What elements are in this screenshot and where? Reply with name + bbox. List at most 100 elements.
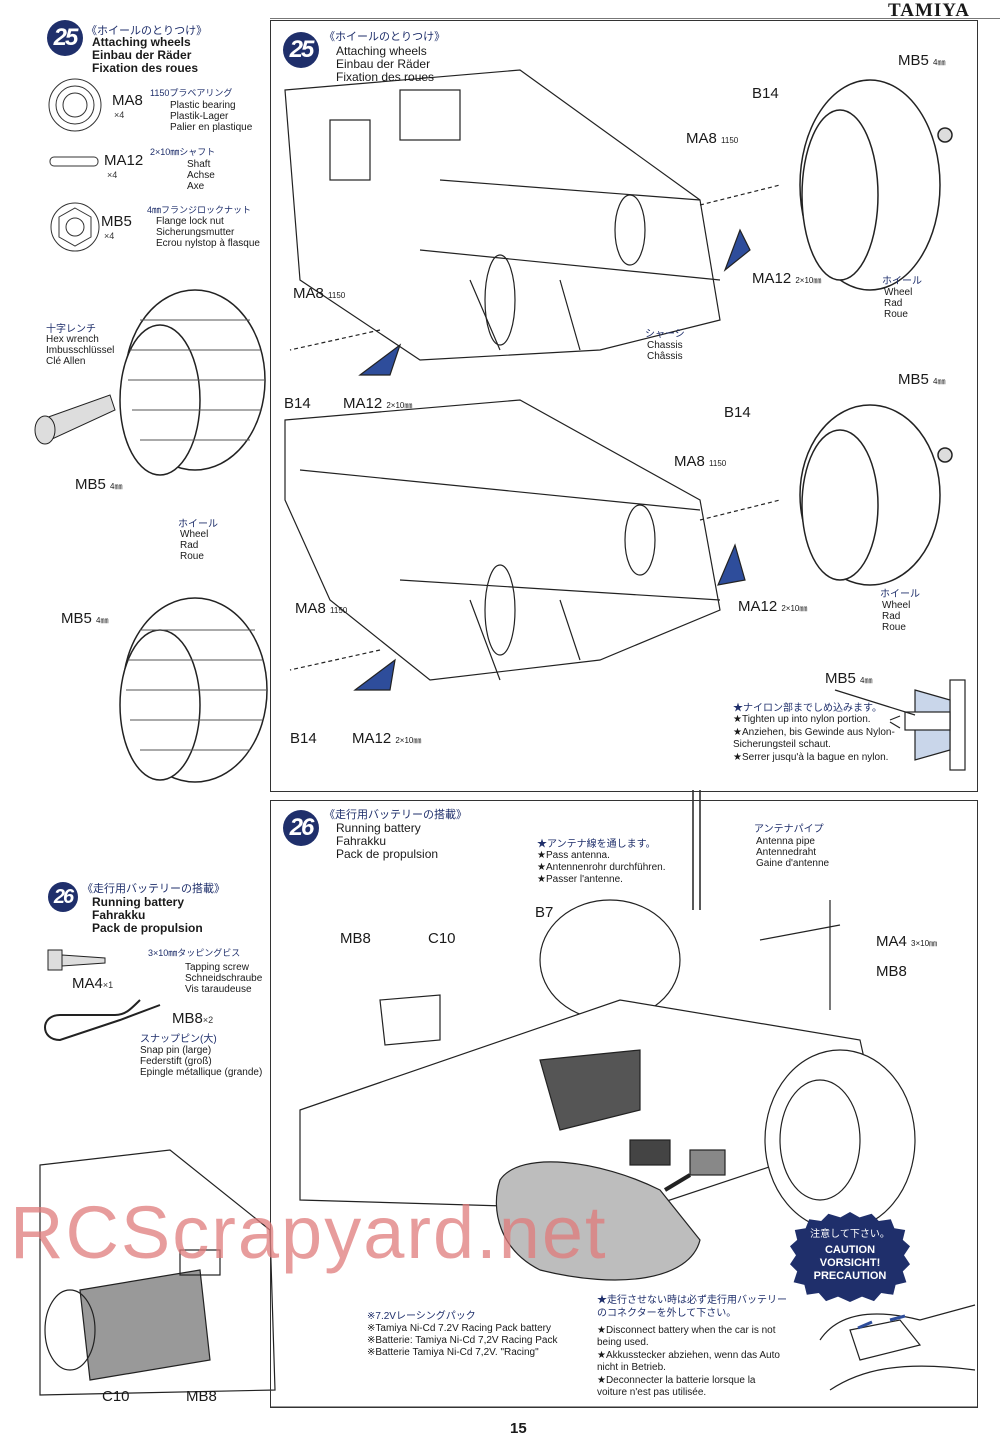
- part-mb8-fr: Epingle métallique (grande): [140, 1067, 263, 1078]
- label-text: MA8: [674, 453, 705, 470]
- snap-pin-icon: [44, 999, 161, 1042]
- label-text: MB8: [172, 1010, 203, 1027]
- label-mb8-panel-right: MB8: [876, 963, 907, 980]
- caution-fr: PRECAUTION: [813, 1270, 887, 1282]
- label-mb5-bottom: MB5 4㎜: [898, 371, 945, 388]
- step26-title-de: Fahrakku: [92, 908, 146, 922]
- part-ma12-code: MA12: [104, 152, 144, 169]
- wheel-bottom-jp: ホイール: [880, 589, 920, 600]
- hex-wrench-icon: [34, 394, 116, 445]
- label-text: MB5: [898, 371, 929, 388]
- label-text: MA8: [686, 130, 717, 147]
- nylon-note-de: ★Anziehen, bis Gewinde aus Nylon-Sicheru…: [733, 727, 895, 750]
- label-size: 2×10㎜: [781, 604, 808, 613]
- antenna-note-de: ★Antennenrohr durchführen.: [537, 862, 666, 873]
- label-size: 3×10㎜: [911, 939, 938, 948]
- label-text: MA12: [343, 395, 383, 412]
- label-text: MB5: [61, 610, 92, 627]
- step-number-25-panel: 25: [283, 32, 319, 68]
- nylon-note-en: ★Tighten up into nylon portion.: [733, 714, 871, 725]
- part-ma8-fr: Palier en plastique: [170, 122, 253, 133]
- battery-note-de: ※Batterie: Tamiya Ni-Cd 7,2V Racing Pack: [367, 1335, 558, 1346]
- caution-de: VORSICHT!: [819, 1257, 881, 1269]
- tapping-screw-icon: [47, 949, 106, 971]
- label-ma8-top: MA8 1150: [686, 130, 738, 147]
- label-qty: ×1: [102, 980, 114, 990]
- step25-title-jp: 《ホイールのとりつけ》: [86, 25, 208, 37]
- antenna-note-jp: ★アンテナ線を通します。: [537, 839, 656, 850]
- part-ma8-de: Plastik-Lager: [170, 111, 229, 122]
- label-size: 1150: [721, 136, 739, 145]
- part-mb8-de: Federstift (groß): [140, 1056, 212, 1067]
- part-mb8-jp: スナップピン(大): [140, 1034, 217, 1045]
- label-b7: B7: [535, 904, 554, 921]
- label-mb5-top: MB5 4㎜: [898, 52, 945, 69]
- chassis-top-illustration: [284, 69, 781, 376]
- bearing-icon: [48, 78, 102, 132]
- label-size: 4㎜: [110, 482, 123, 491]
- disconnect-note-de: ★Akkusstecker abziehen, wenn das Auto ni…: [597, 1350, 780, 1373]
- step26-title-fr: Pack de propulsion: [92, 921, 203, 935]
- part-ma4-de: Schneidschraube: [185, 973, 263, 984]
- wheel-top-jp: ホイール: [882, 276, 922, 287]
- label-b14-top: B14: [752, 85, 779, 102]
- part-ma4-code: MA4×1: [72, 975, 113, 992]
- label-mb8-inset: MB8: [186, 1388, 217, 1405]
- label-qty: ×2: [202, 1015, 214, 1025]
- part-ma12-fr: Axe: [187, 181, 205, 192]
- label-size: 2×10㎜: [386, 401, 413, 410]
- label-c10-inset: C10: [102, 1388, 130, 1405]
- label-mb8-panel-left: MB8: [340, 930, 371, 947]
- label-ma4-panel: MA4 3×10㎜: [876, 933, 937, 950]
- label-text: MA4: [876, 933, 907, 950]
- wheel-left-top-icon: [119, 289, 266, 476]
- part-mb5-en: Flange lock nut: [156, 216, 224, 227]
- car-battery-illustration: [299, 790, 916, 1281]
- lock-nut-icon: [50, 202, 100, 252]
- caution-en: CAUTION: [824, 1244, 876, 1256]
- wheel-bottom-fr: Roue: [882, 622, 906, 633]
- wheel-bottom-en: Wheel: [882, 600, 911, 611]
- antenna-pipe-fr: Gaine d'antenne: [756, 858, 830, 869]
- battery-note-fr: ※Batterie Tamiya Ni-Cd 7,2V. "Racing": [367, 1347, 539, 1358]
- part-ma4-fr: Vis taraudeuse: [185, 984, 252, 995]
- wheel-left-jp: ホイール: [178, 519, 218, 530]
- step26-title-en: Running battery: [92, 895, 184, 909]
- label-size: 2×10㎜: [395, 736, 422, 745]
- step25-title-fr: Fixation des roues: [92, 61, 199, 75]
- part-ma4-jp: 3×10㎜タッピングビス: [148, 948, 241, 958]
- part-mb5-qty: ×4: [104, 231, 115, 241]
- label-ma12-bottom: MA12 2×10㎜: [738, 598, 807, 615]
- antenna-pipe-de: Antennedraht: [756, 847, 817, 858]
- shaft-icon: [49, 156, 99, 167]
- panel26-title-en: Running battery: [336, 821, 421, 835]
- part-mb5-de: Sicherungsmutter: [156, 227, 235, 238]
- step25-panel: [270, 20, 978, 792]
- label-size: 4㎜: [860, 676, 873, 685]
- label-ma8-left-top: MA8 1150: [293, 285, 345, 302]
- step25-title-de: Einbau der Räder: [92, 48, 192, 62]
- part-mb5-jp: 4㎜フランジロックナット: [147, 205, 252, 215]
- wheel-top-en: Wheel: [884, 287, 913, 298]
- label-text: MB5: [75, 476, 106, 493]
- label-text: MB5: [898, 52, 929, 69]
- header-rule: [270, 18, 1000, 19]
- part-ma8-jp: 1150プラベアリング: [150, 88, 233, 98]
- part-ma8-en: Plastic bearing: [170, 100, 236, 111]
- label-b14-bottom: B14: [724, 404, 751, 421]
- brand-logo: TAMIYA: [888, 0, 971, 21]
- panel25-title-fr: Fixation des roues: [336, 70, 435, 84]
- watermark: RCScrapyard.net: [10, 1191, 608, 1274]
- label-text: MA12: [738, 598, 778, 615]
- chassis-bottom-illustration: [284, 399, 781, 691]
- nylon-nut-detail-icon: [834, 679, 966, 771]
- part-ma12-jp: 2×10㎜シャフト: [150, 147, 216, 157]
- wheel-top-fr: Roue: [884, 309, 908, 320]
- disconnect-note-jp: ★走行させない時は必ず走行用バッテリーのコネクターを外して下さい。: [597, 1295, 787, 1319]
- panel26-title-de: Fahrakku: [336, 834, 387, 848]
- label-text: MA12: [752, 270, 792, 287]
- wrench-en: Hex wrench: [46, 334, 99, 345]
- disconnect-note-en: ★Disconnect battery when the car is not …: [597, 1325, 776, 1348]
- wheel-left-en: Wheel: [180, 529, 209, 540]
